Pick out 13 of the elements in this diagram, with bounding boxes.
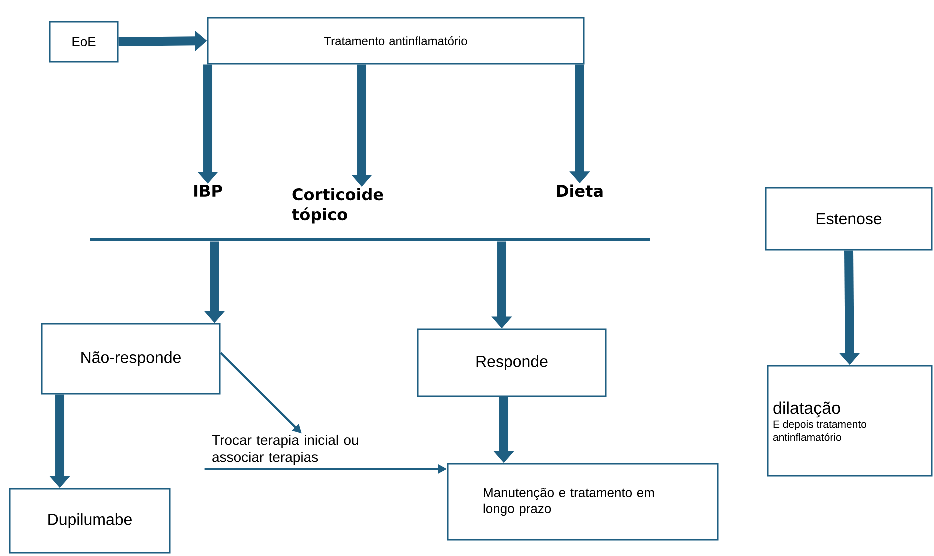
treatment-box: dilatação E depois tratamento antinflamatório bbox=[767, 365, 933, 477]
outcome-box: Não-responde bbox=[41, 323, 221, 395]
outcome-box: Responde bbox=[417, 328, 607, 398]
treatment-box: Dupilumabe bbox=[9, 488, 171, 554]
treatment-box: Manutenção e tratamento em longo prazo bbox=[447, 463, 719, 541]
option-label: IBP bbox=[194, 185, 222, 197]
process-box: Tratamento antinflamatório bbox=[207, 17, 585, 65]
condition-box: Estenose bbox=[765, 187, 933, 251]
note-text: Trocar terapia inicial ou associar terapias bbox=[212, 434, 358, 465]
option-label: Dieta bbox=[557, 184, 603, 198]
option-label: Corticoide tópico bbox=[292, 188, 384, 224]
divider-bar bbox=[90, 238, 650, 242]
process-box: EoE bbox=[49, 21, 119, 63]
